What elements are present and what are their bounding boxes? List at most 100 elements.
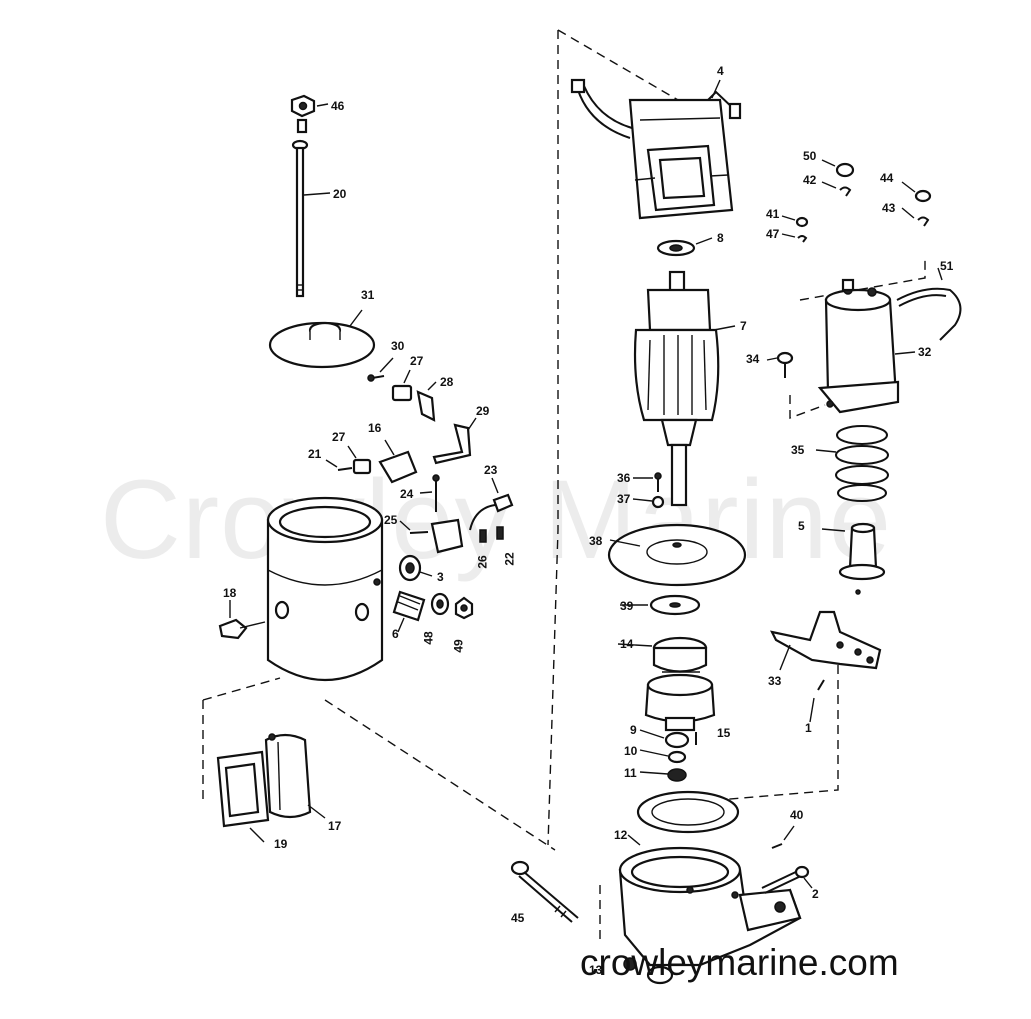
screw-25 [409, 531, 429, 534]
bolt-2 [761, 865, 813, 894]
cover-17 [264, 733, 312, 819]
callout-49: 49 [451, 639, 466, 653]
washer-37 [651, 495, 665, 509]
callout-37: 37 [617, 492, 631, 506]
callout-27-lower: 27 [332, 430, 346, 444]
callout-46: 46 [331, 99, 345, 113]
drive-end-housing-13 [618, 846, 802, 985]
field-coil-4 [570, 78, 742, 220]
screw-21 [337, 467, 353, 471]
callout-9: 9 [630, 723, 637, 737]
bolt-head [296, 118, 308, 134]
callout-36: 36 [617, 471, 631, 485]
brush-27-lower [352, 458, 372, 475]
watermark-url: crowleymarine.com [580, 942, 899, 983]
callout-5: 5 [798, 519, 805, 533]
armature-7 [633, 270, 736, 507]
callout-21: 21 [308, 447, 322, 461]
callout-8: 8 [717, 231, 724, 245]
callout-24: 24 [400, 487, 414, 501]
callout-42: 42 [803, 173, 817, 187]
lock-washer-43 [917, 216, 930, 227]
callout-18: 18 [223, 586, 237, 600]
callout-10: 10 [624, 744, 638, 758]
terminal-parts [399, 474, 514, 554]
callout-14: 14 [620, 637, 634, 651]
callout-45: 45 [511, 911, 525, 925]
lead-23-tab [492, 493, 514, 513]
spring-35 [815, 425, 889, 502]
end-cap-31 [268, 309, 376, 369]
callout-4: 4 [717, 64, 724, 78]
callout-30: 30 [391, 339, 405, 353]
callout-6: 6 [392, 627, 399, 641]
through-bolt-assembly [290, 94, 331, 298]
callout-16: 16 [368, 421, 382, 435]
nut-46-hole [298, 101, 308, 111]
center-leaders [609, 477, 669, 846]
plug-18 [218, 618, 248, 640]
bolt-45 [510, 860, 579, 923]
callout-3: 3 [437, 570, 444, 584]
callout-39: 39 [620, 599, 634, 613]
callout-25: 25 [384, 513, 398, 527]
callout-20: 20 [333, 187, 347, 201]
callout-23: 23 [484, 463, 498, 477]
callout-26: 26 [475, 555, 490, 569]
terminal-plate [430, 518, 464, 554]
small-hardware [781, 159, 932, 243]
lock-washer-47 [797, 235, 808, 243]
callout-34: 34 [746, 352, 760, 366]
callout-17: 17 [328, 819, 342, 833]
washer-11 [667, 768, 687, 782]
spring-28 [416, 390, 436, 422]
collar-9 [664, 731, 690, 749]
callout-7: 7 [740, 319, 747, 333]
solenoid-32 [817, 278, 916, 414]
through-bolt-20 [295, 146, 305, 298]
plunger-5 [821, 522, 886, 595]
callout-40: 40 [790, 808, 804, 822]
callout-2: 2 [812, 887, 819, 901]
callout-35: 35 [791, 443, 805, 457]
brush-holder-parts [325, 357, 477, 484]
drive-assembly-14 [644, 636, 716, 732]
lead-23 [469, 504, 496, 531]
callout-15: 15 [717, 726, 731, 740]
callout-29: 29 [476, 404, 490, 418]
callout-51: 51 [940, 259, 954, 273]
callout-47: 47 [766, 227, 780, 241]
gasket-12 [636, 790, 740, 834]
pin-40 [771, 843, 783, 849]
washer-22 [496, 526, 504, 540]
callout-50: 50 [803, 149, 817, 163]
callout-27-upper: 27 [410, 354, 424, 368]
callout-48: 48 [421, 631, 436, 645]
callout-13: 13 [589, 963, 603, 977]
nut-44 [914, 189, 932, 203]
screw-34 [766, 351, 794, 378]
insulator-26 [479, 529, 487, 543]
watermark-large: Crowley Marine [100, 457, 892, 582]
assembly-guide-lines [202, 29, 926, 940]
callout-22: 22 [502, 552, 517, 566]
callout-1: 1 [805, 721, 812, 735]
cover-gasket-parts [216, 733, 326, 843]
callout-32: 32 [918, 345, 932, 359]
callout-41: 41 [766, 207, 780, 221]
washer-50 [835, 162, 855, 178]
callout-11: 11 [624, 766, 637, 780]
clip-29 [432, 423, 472, 465]
frame-housing [218, 496, 474, 682]
callout-28: 28 [440, 375, 454, 389]
holder-16 [378, 450, 418, 484]
washer-41 [795, 216, 809, 228]
callout-31: 31 [361, 288, 375, 302]
shift-lever-33 [769, 610, 882, 671]
callout-12: 12 [614, 828, 628, 842]
ring-10 [667, 750, 687, 764]
end-plate-38 [607, 523, 747, 587]
callout-43: 43 [882, 201, 896, 215]
